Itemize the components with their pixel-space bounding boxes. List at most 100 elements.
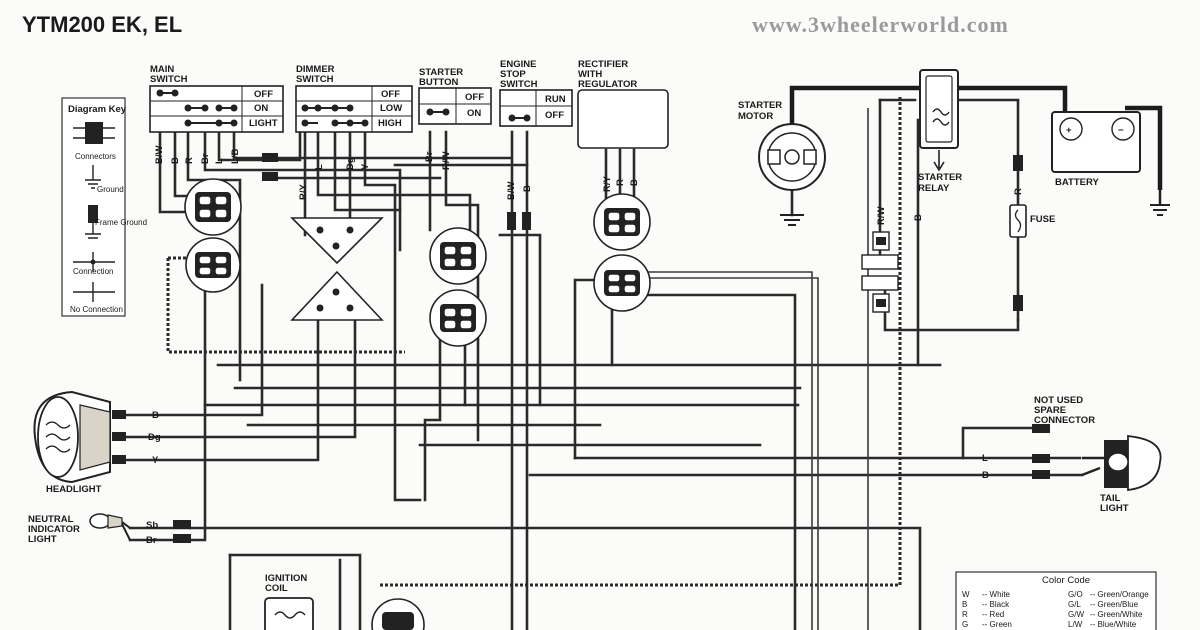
starter-relay-label: RELAY bbox=[918, 183, 950, 194]
engine-stop-wire bbox=[498, 233, 542, 407]
wire-label: Br bbox=[200, 153, 211, 164]
wire-label: Br bbox=[146, 535, 157, 546]
fuse-label: FUSE bbox=[1030, 214, 1055, 225]
starter-pos-on: ON bbox=[467, 108, 481, 119]
engine-stop-pos-off: OFF bbox=[545, 110, 564, 121]
starter-motor-cable bbox=[789, 85, 920, 135]
key-no-connection: No Connection bbox=[70, 305, 123, 314]
main-switch-label: MAIN bbox=[150, 64, 174, 75]
wire-label: R/Y bbox=[298, 184, 309, 201]
frame-ground-icon bbox=[85, 205, 101, 239]
key-connection: Connection bbox=[73, 267, 113, 276]
key-ground: Ground bbox=[97, 185, 124, 194]
main-switch-pos-on: ON bbox=[254, 103, 268, 114]
ignition-coil-label: IGNITION bbox=[265, 573, 307, 584]
battery-label: BATTERY bbox=[1055, 177, 1099, 188]
wire-label: Dg bbox=[148, 432, 161, 443]
wire-label: Sb bbox=[146, 520, 158, 531]
starter-button: STARTER BUTTON OFF ON Br R/W bbox=[418, 67, 492, 171]
headlight-label: HEADLIGHT bbox=[46, 484, 102, 495]
connector-4pin bbox=[371, 598, 425, 630]
connector-4pin bbox=[429, 289, 487, 347]
diagram-title: YTM200 EK, EL bbox=[22, 12, 182, 37]
main-switch-pos-light: LIGHT bbox=[249, 118, 278, 129]
spare-connector-label: NOT USED bbox=[1034, 395, 1083, 406]
starter-button-box bbox=[418, 87, 492, 125]
battery-cable bbox=[958, 85, 1068, 112]
dimmer-pos-high: HIGH bbox=[378, 118, 402, 129]
color-code-key: G/L bbox=[1068, 600, 1081, 609]
dimmer-pos-low: LOW bbox=[380, 103, 402, 114]
ignition-coil: IGNITION COIL bbox=[264, 573, 314, 630]
connector-4pin bbox=[429, 227, 487, 285]
battery-ground-cable bbox=[1125, 105, 1163, 190]
wire-label: R/W bbox=[441, 152, 452, 171]
color-code-value: -- White bbox=[982, 590, 1011, 599]
main-switch-wire bbox=[232, 130, 272, 160]
engine-stop-label: SWITCH bbox=[500, 79, 538, 90]
color-code-value: -- Blue/White bbox=[1090, 620, 1137, 629]
ground-icon bbox=[780, 214, 804, 226]
bullet-connectors bbox=[112, 153, 1050, 543]
diagram-key-heading: Diagram Key bbox=[68, 104, 127, 115]
neutral-wire-br bbox=[128, 268, 207, 542]
spare-connector-wire bbox=[961, 426, 1037, 460]
color-code-legend: Color Code W -- White B -- Black R -- Re… bbox=[955, 571, 1157, 630]
ground-icon bbox=[85, 165, 101, 189]
diagram-key: Diagram Key Connectors Ground Frame Grou… bbox=[61, 97, 147, 317]
wire-label: B bbox=[152, 410, 159, 421]
color-code-key: G bbox=[962, 620, 968, 629]
dimmer-wire bbox=[363, 130, 422, 502]
neutral-light-label: INDICATOR bbox=[28, 524, 80, 535]
wire-label: R bbox=[1013, 188, 1024, 195]
engine-stop-switch: ENGINE STOP SWITCH RUN OFF B/W B bbox=[499, 59, 573, 201]
relay-plug bbox=[861, 231, 899, 313]
color-code-heading: Color Code bbox=[1042, 575, 1090, 586]
rectifier-label: WITH bbox=[578, 69, 602, 80]
wire-label: B/W bbox=[506, 182, 517, 201]
wire-label: R/Y bbox=[602, 176, 613, 193]
rectifier-label: REGULATOR bbox=[578, 79, 637, 90]
rectifier-wire bbox=[650, 277, 819, 630]
engine-stop-label: ENGINE bbox=[500, 59, 536, 70]
spare-connector-label: CONNECTOR bbox=[1034, 415, 1095, 426]
wire-label: B bbox=[522, 185, 533, 192]
main-switch-pos-off: OFF bbox=[254, 89, 273, 100]
wire-label: B bbox=[982, 470, 989, 481]
wire-label: R bbox=[184, 157, 195, 164]
starter-relay-label: STARTER bbox=[918, 172, 962, 183]
starter-relay: STARTER RELAY R/W B bbox=[861, 69, 962, 313]
wire-label: Y bbox=[152, 455, 159, 466]
color-code-value: -- Green bbox=[982, 620, 1012, 629]
color-code-value: -- Black bbox=[982, 600, 1010, 609]
starter-motor-label: STARTER bbox=[738, 100, 782, 111]
connector-4pin bbox=[185, 237, 241, 293]
battery-plus-icon: + bbox=[1066, 125, 1072, 136]
dimmer-pos-off: OFF bbox=[381, 89, 400, 100]
watermark-url: www.3wheelerworld.com bbox=[752, 12, 1009, 37]
wire-label: B bbox=[913, 214, 924, 221]
rectifier-wire bbox=[626, 293, 797, 630]
trunk-wire bbox=[228, 553, 362, 630]
trunk-wire bbox=[380, 95, 902, 587]
color-code-value: -- Green/Orange bbox=[1090, 590, 1149, 599]
dimmer-switch-label: DIMMER bbox=[296, 64, 335, 75]
battery: + − BATTERY bbox=[1051, 111, 1170, 216]
wire-label: L bbox=[214, 158, 225, 164]
dimmer-switch-label: SWITCH bbox=[296, 74, 334, 85]
connector-4pin bbox=[593, 254, 651, 312]
starter-pos-off: OFF bbox=[465, 92, 484, 103]
ignition-coil-label: COIL bbox=[265, 583, 288, 594]
headlight-wire-b bbox=[123, 283, 264, 417]
dimmer-switch: DIMMER SWITCH OFF LOW HIGH R/Y L Dg Y bbox=[295, 64, 413, 201]
starter-button-wire bbox=[444, 130, 480, 442]
spare-connector: NOT USED SPARE CONNECTOR bbox=[1034, 395, 1095, 426]
color-code-key: W bbox=[962, 590, 970, 599]
starter-button-label: STARTER bbox=[419, 67, 463, 78]
connector-4pin bbox=[184, 178, 242, 236]
spare-connector-label: SPARE bbox=[1034, 405, 1066, 416]
color-code-value: -- Green/White bbox=[1090, 610, 1143, 619]
tail-light-label: LIGHT bbox=[1100, 503, 1129, 514]
